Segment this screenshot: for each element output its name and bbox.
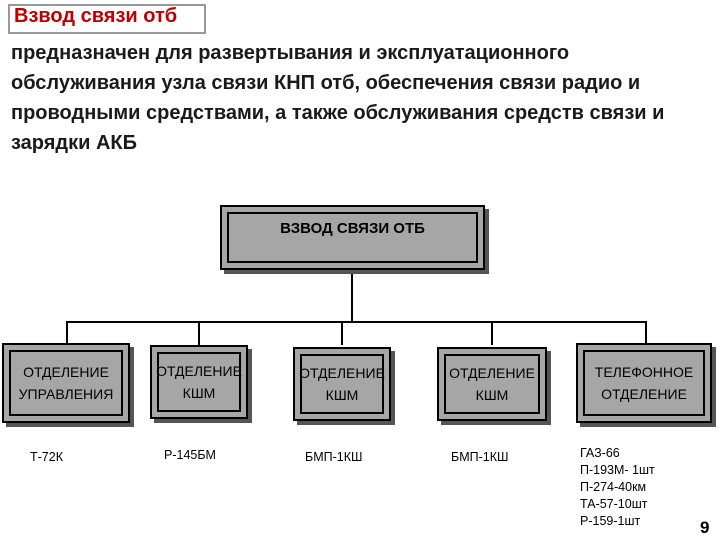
connector-unit-4	[491, 321, 493, 345]
equipment-text: БМП-1КШ	[451, 450, 509, 464]
equipment-text: БМП-1КШ	[305, 450, 363, 464]
slide-title: Взвод связи отб	[14, 5, 178, 27]
connector-bus	[66, 321, 647, 323]
root-node: ВЗВОД СВЯЗИ ОТБ	[220, 205, 485, 270]
unit-label: ОТДЕЛЕНИЕ КШМ	[299, 354, 385, 414]
unit-node-kshm-3: ОТДЕЛЕНИЕ КШМ	[437, 347, 547, 421]
unit-node-kshm-1: ОТДЕЛЕНИЕ КШМ	[150, 345, 248, 419]
equipment-list: ГАЗ-66 П-193М- 1шт П-274-40км ТА-57-10шт…	[580, 446, 655, 528]
unit-node-telephone: ТЕЛЕФОННОЕ ОТДЕЛЕНИЕ	[576, 343, 712, 423]
equipment-text: Т-72К	[30, 450, 63, 464]
equipment-text: Р-145БМ	[164, 448, 216, 462]
connector-unit-5	[645, 321, 647, 345]
root-node-label: ВЗВОД СВЯЗИ ОТБ	[227, 212, 478, 263]
unit-label: ТЕЛЕФОННОЕ ОТДЕЛЕНИЕ	[583, 350, 705, 416]
unit-label: ОТДЕЛЕНИЕ КШМ	[156, 352, 242, 412]
connector-unit-3	[341, 321, 343, 345]
connector-unit-1	[66, 321, 68, 345]
slide-description: предназначен для развертывания и эксплуа…	[11, 42, 665, 154]
title-frame	[8, 4, 206, 34]
unit-label: ОТДЕЛЕНИЕ УПРАВЛЕНИЯ	[9, 350, 123, 416]
connector-root	[351, 274, 353, 322]
unit-node-kshm-2: ОТДЕЛЕНИЕ КШМ	[293, 347, 391, 421]
unit-node-control: ОТДЕЛЕНИЕ УПРАВЛЕНИЯ	[2, 343, 130, 423]
page-number: 9	[700, 518, 710, 537]
connector-unit-2	[198, 321, 200, 345]
unit-label: ОТДЕЛЕНИЕ КШМ	[444, 354, 540, 414]
